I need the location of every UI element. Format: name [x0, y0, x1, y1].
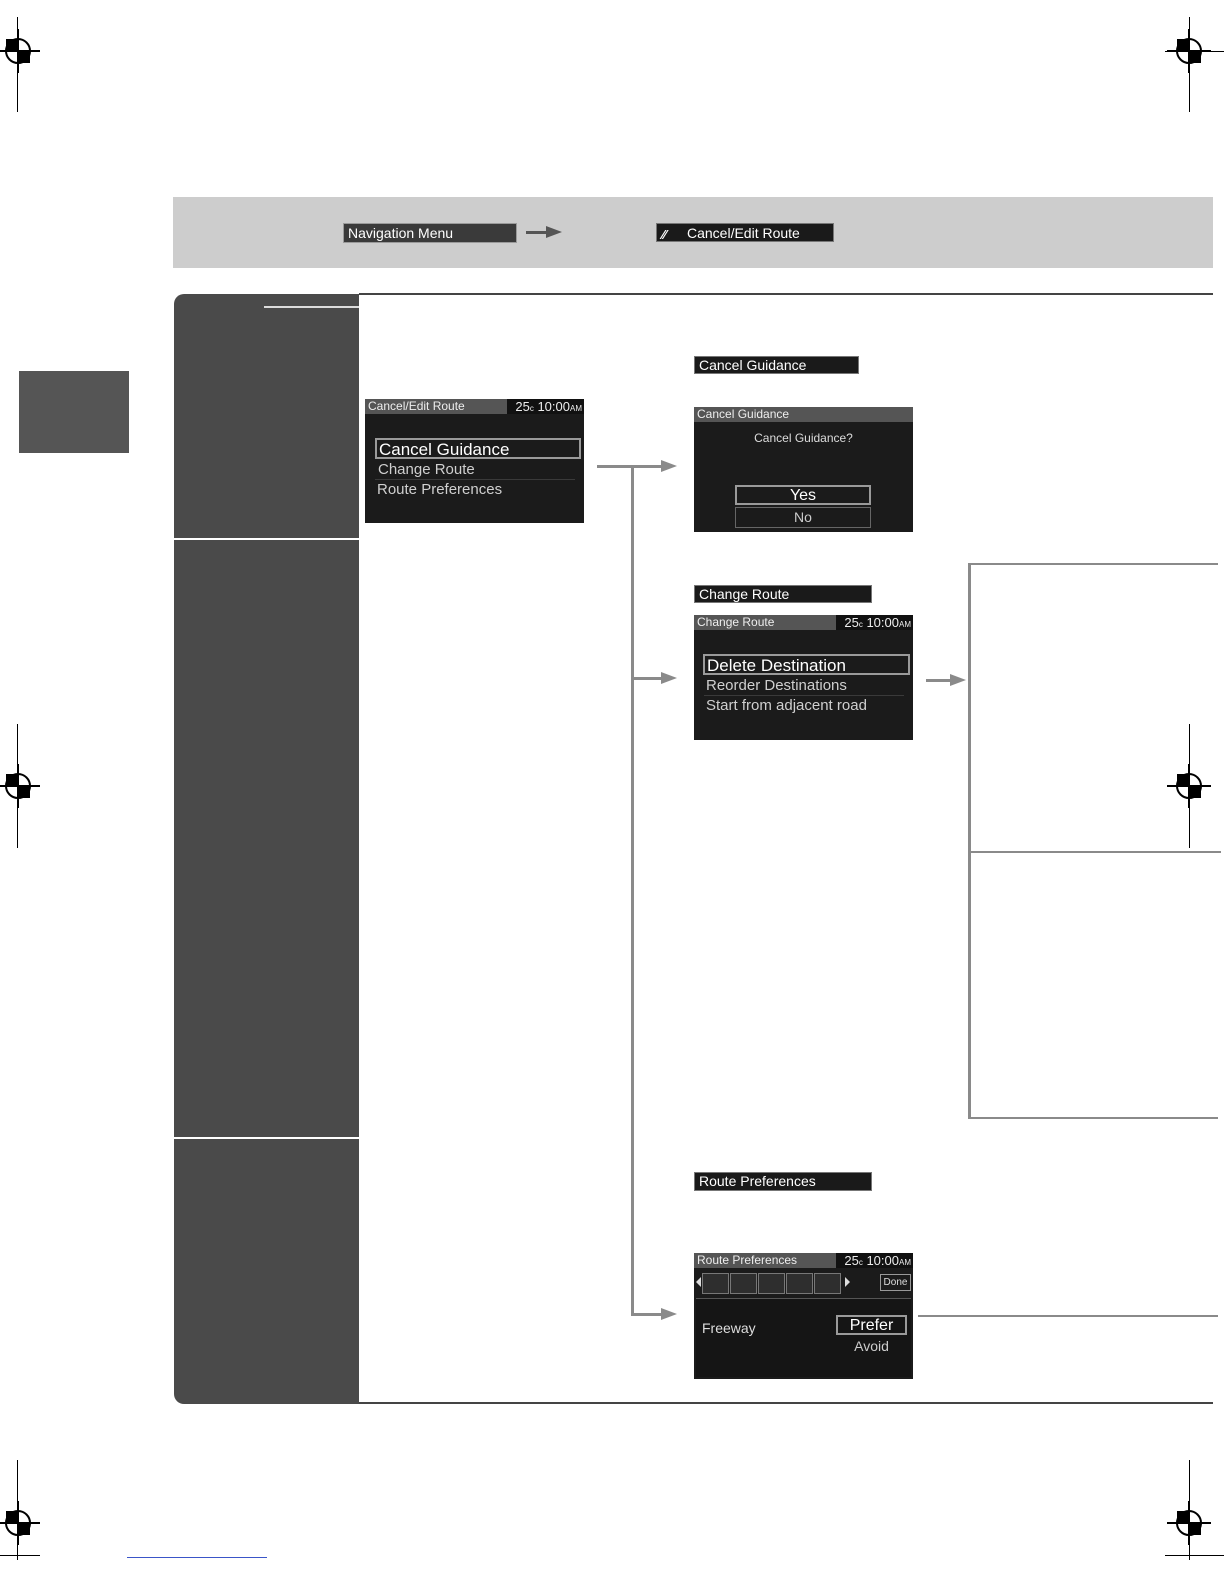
- connector-line: [926, 679, 952, 682]
- breadcrumb-cancel-edit-route-label: Cancel/Edit Route: [687, 225, 800, 241]
- menu-separator: [704, 695, 904, 696]
- menu-separator: [375, 479, 575, 480]
- crop-line: [1189, 1460, 1190, 1560]
- registration-mark-bottom-left: [0, 1501, 40, 1545]
- chapter-tab: [19, 371, 129, 453]
- crop-line: [1189, 17, 1190, 112]
- menu-item-start-from-adjacent-road[interactable]: Start from adjacent road: [706, 697, 867, 714]
- menu-item-delete-destination[interactable]: Delete Destination: [703, 654, 910, 675]
- crop-line: [1189, 724, 1190, 848]
- arrow-head: [950, 674, 966, 686]
- arrow-head: [661, 460, 677, 472]
- hov-lane-icon[interactable]: [814, 1273, 841, 1294]
- connector-line: [631, 1313, 663, 1316]
- label-cancel-guidance: Cancel Guidance: [694, 356, 859, 374]
- yes-button[interactable]: Yes: [735, 485, 871, 505]
- breadcrumb-arrow-head: [546, 226, 562, 238]
- toll-road-icon[interactable]: [730, 1273, 757, 1294]
- done-button[interactable]: Done: [880, 1274, 911, 1291]
- screen-clock: 25c 10:00AM: [836, 615, 913, 630]
- dialog-question: Cancel Guidance?: [754, 431, 853, 445]
- cancel-edit-route-screen: Cancel/Edit Route 25c 10:00AM Cancel Gui…: [365, 399, 584, 523]
- breadcrumb-arrow-icon: [526, 231, 548, 234]
- route-preferences-screen: Route Preferences 25c 10:00AM Done Freew…: [694, 1253, 913, 1379]
- registration-mark-mid-left: [0, 764, 40, 808]
- unpaved-road-icon[interactable]: [786, 1273, 813, 1294]
- arrow-head: [661, 1308, 677, 1320]
- breadcrumb-cancel-edit-route[interactable]: ⁄⁄ Cancel/Edit Route: [656, 223, 834, 242]
- crop-line: [17, 17, 18, 112]
- screen-clock: 25c 10:00AM: [507, 399, 584, 414]
- scroll-left-icon[interactable]: [696, 1277, 701, 1287]
- breadcrumb-navigation-menu[interactable]: Navigation Menu: [343, 223, 517, 243]
- prefer-button[interactable]: Prefer: [836, 1315, 907, 1335]
- menu-item-cancel-guidance[interactable]: Cancel Guidance: [375, 438, 581, 459]
- preferences-body: [696, 1298, 911, 1377]
- menu-item-change-route[interactable]: Change Route: [378, 461, 475, 478]
- connector-line: [631, 465, 663, 468]
- route-flag-icon: ⁄⁄: [662, 227, 667, 242]
- row-divider: [174, 538, 359, 540]
- crop-line: [0, 1555, 40, 1556]
- menu-item-route-preferences[interactable]: Route Preferences: [377, 481, 503, 498]
- left-column-accent: [264, 306, 359, 308]
- panel-divider: [971, 851, 1221, 853]
- cancel-guidance-dialog: Cancel Guidance Cancel Guidance? Yes No: [694, 407, 913, 532]
- detail-panel: [968, 563, 1221, 1119]
- freeway-icon[interactable]: [702, 1273, 729, 1294]
- no-button[interactable]: No: [735, 507, 871, 528]
- label-change-route: Change Route: [694, 585, 872, 603]
- crop-line: [17, 724, 18, 848]
- crop-line: [1165, 51, 1224, 52]
- menu-item-reorder-destinations[interactable]: Reorder Destinations: [706, 677, 847, 694]
- row-divider: [174, 1137, 359, 1139]
- screen-title: Cancel Guidance: [694, 407, 913, 422]
- crop-line: [17, 1460, 18, 1560]
- crop-line: [0, 51, 40, 52]
- screen-clock: 25c 10:00AM: [836, 1253, 913, 1268]
- ferry-icon[interactable]: [758, 1273, 785, 1294]
- connector-line: [918, 1315, 1218, 1317]
- arrow-head: [661, 672, 677, 684]
- left-column: [174, 294, 359, 1404]
- avoid-button[interactable]: Avoid: [854, 1338, 889, 1354]
- footer-rule: [127, 1557, 267, 1558]
- label-route-preferences: Route Preferences: [694, 1172, 872, 1191]
- crop-line: [1165, 1555, 1224, 1556]
- connector-line: [631, 677, 663, 680]
- option-label-freeway: Freeway: [702, 1320, 756, 1336]
- scroll-right-icon[interactable]: [845, 1277, 850, 1287]
- change-route-screen: Change Route 25c 10:00AM Delete Destinat…: [694, 615, 913, 740]
- connector-line: [631, 465, 634, 1316]
- connector-line: [597, 465, 633, 468]
- table-bottom-border: [359, 1402, 1213, 1404]
- table-top-border: [359, 293, 1213, 295]
